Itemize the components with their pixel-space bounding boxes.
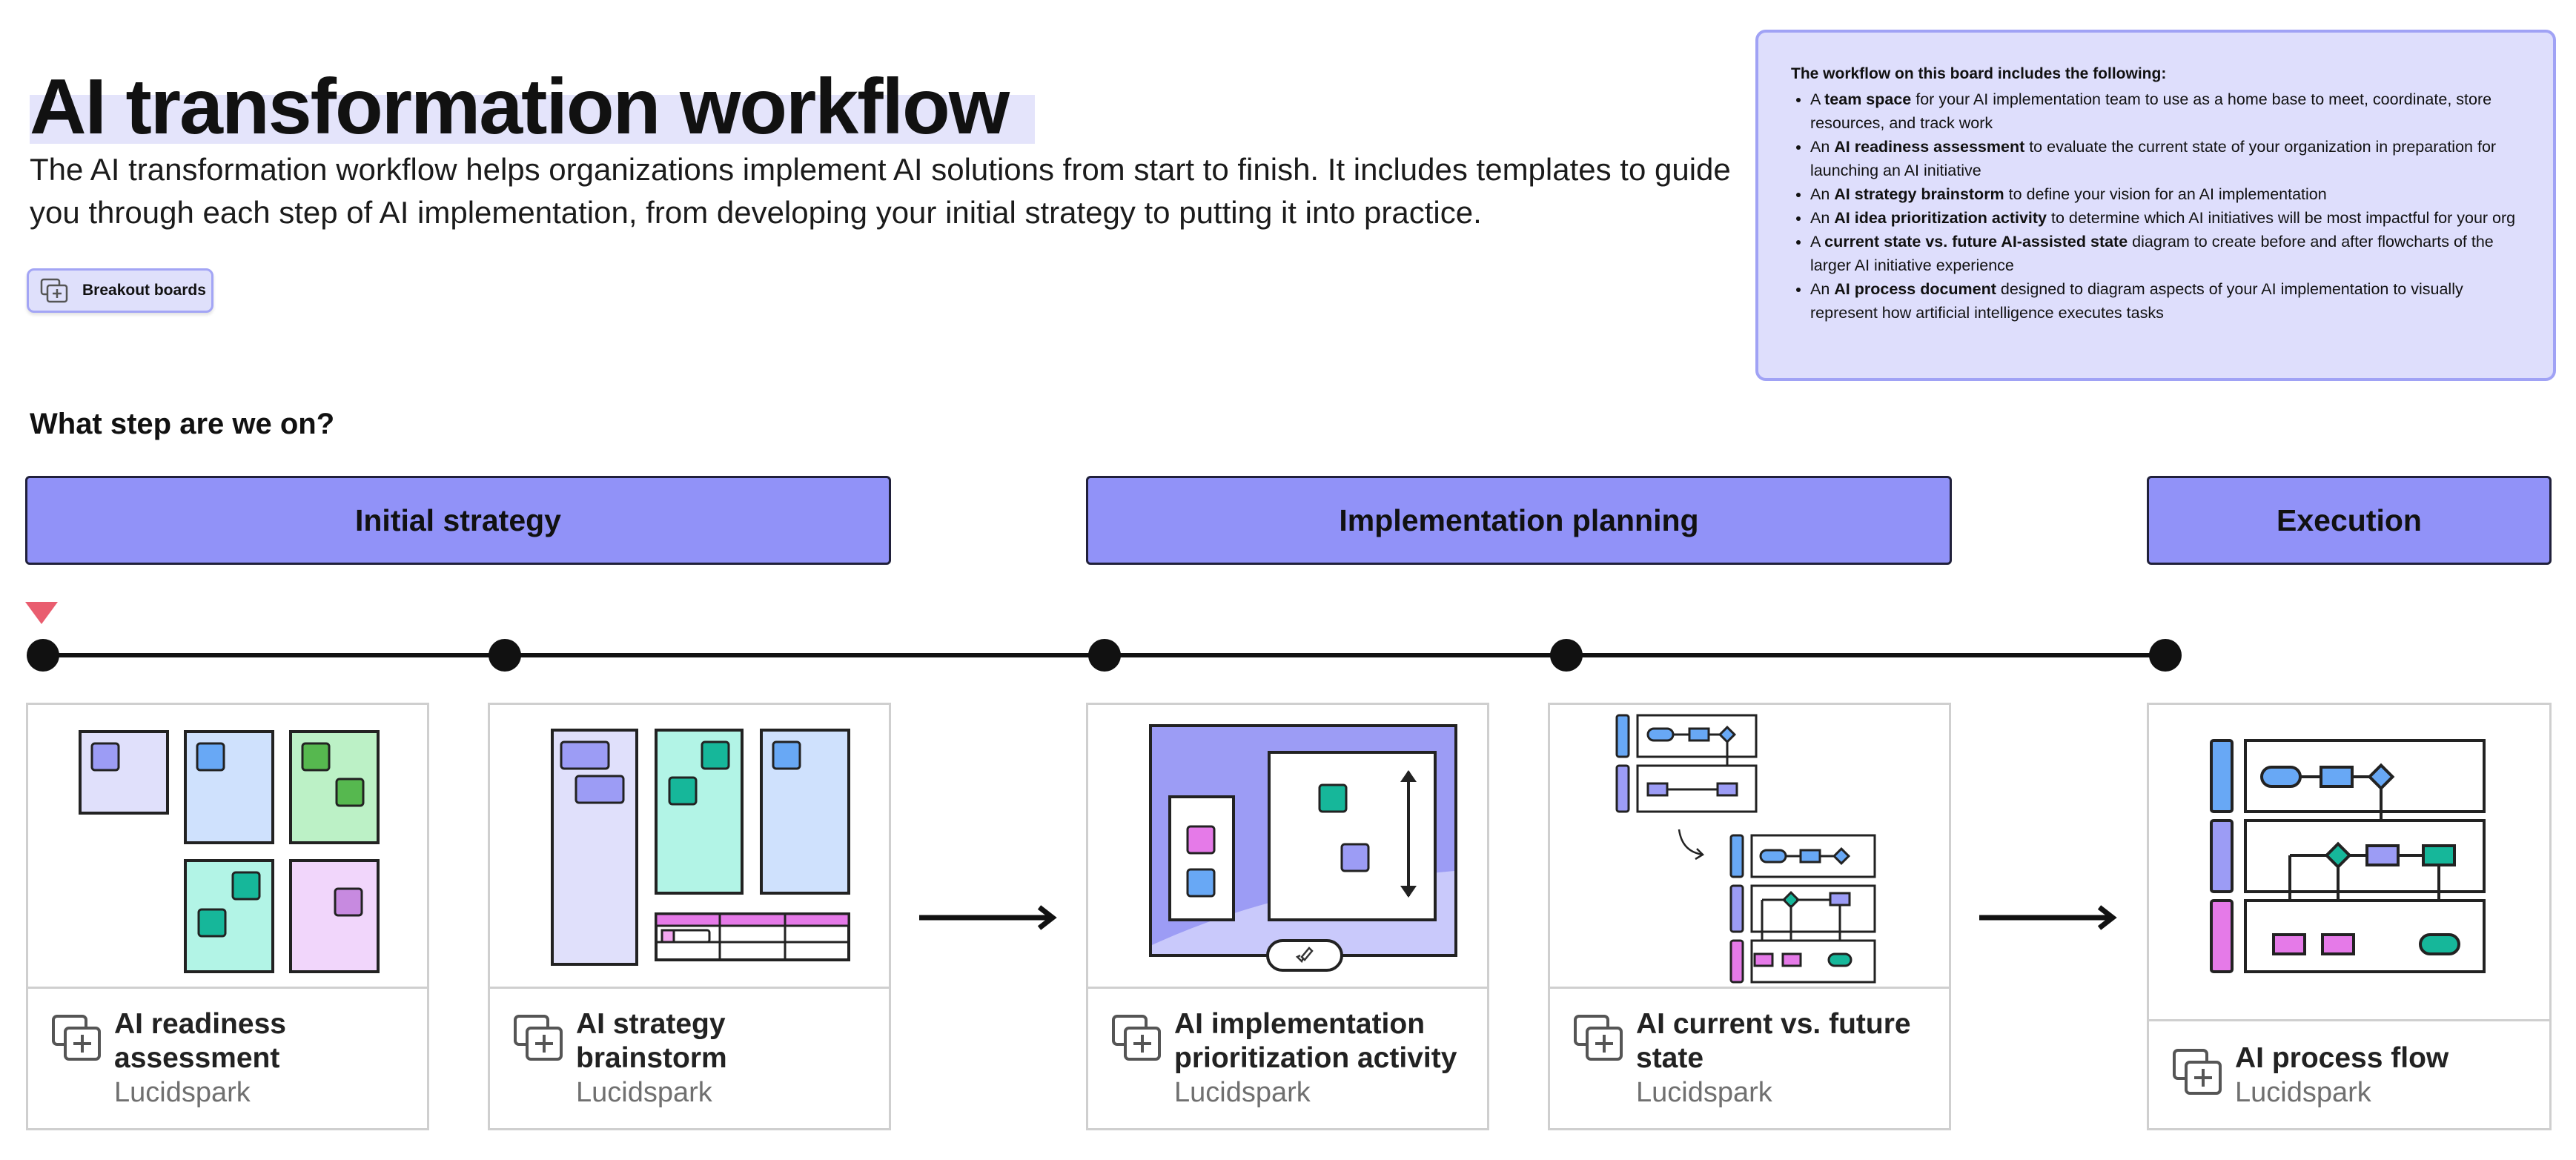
info-item: An AI idea prioritization activity to de… — [1810, 206, 2523, 230]
breakout-board-icon — [52, 1015, 101, 1061]
info-item: An AI strategy brainstorm to define your… — [1810, 182, 2523, 206]
step-question: What step are we on? — [30, 408, 335, 440]
info-item: A current state vs. future AI-assisted s… — [1810, 230, 2523, 277]
card-ai-process-flow[interactable]: AI process flow Lucidspark — [2147, 703, 2552, 1130]
breakout-board-icon — [2173, 1049, 2222, 1095]
current-future-thumbnail — [1615, 714, 1876, 984]
timeline-dot[interactable] — [1550, 639, 1583, 672]
page-description: The AI transformation workflow helps org… — [30, 152, 1731, 230]
prioritization-thumbnail — [1149, 724, 1457, 972]
info-item: An AI process document designed to diagr… — [1810, 277, 2523, 325]
card-subtitle: Lucidspark — [1636, 1077, 1772, 1108]
timeline-dot[interactable] — [1088, 639, 1121, 672]
info-item: A team space for your AI implementation … — [1810, 87, 2523, 135]
title-highlight — [30, 95, 1035, 144]
arrow-right-icon — [1979, 905, 2117, 930]
info-heading: The workflow on this board includes the … — [1791, 65, 2167, 82]
readiness-thumbnail — [79, 730, 380, 973]
process-flow-thumbnail — [2210, 739, 2486, 973]
breakout-boards-button[interactable]: Breakout boards — [27, 268, 213, 313]
breakout-board-icon — [40, 278, 68, 303]
page-title: AI transformation workflow — [30, 63, 1010, 150]
info-list: A team space for your AI implementation … — [1791, 87, 2523, 325]
phase-initial-strategy: Initial strategy — [25, 476, 891, 565]
card-subtitle: Lucidspark — [1174, 1077, 1311, 1108]
current-step-marker-icon — [25, 602, 58, 624]
info-item: An AI readiness assessment to evaluate t… — [1810, 135, 2523, 182]
timeline-dot[interactable] — [489, 639, 521, 672]
breakout-boards-label: Breakout boards — [82, 282, 206, 299]
timeline-dot[interactable] — [2149, 639, 2182, 672]
breakout-board-icon — [1112, 1015, 1161, 1061]
breakout-board-icon — [514, 1015, 563, 1061]
card-subtitle: Lucidspark — [114, 1077, 251, 1108]
brainstorm-thumbnail — [551, 729, 850, 966]
phase-implementation-planning: Implementation planning — [1086, 476, 1952, 565]
timeline-dot[interactable] — [27, 639, 59, 672]
card-subtitle: Lucidspark — [2235, 1077, 2371, 1108]
rocket-icon — [1295, 947, 1314, 964]
card-title: AI process flow — [2235, 1042, 2449, 1074]
workflow-info-box: The workflow on this board includes the … — [1755, 30, 2556, 381]
arrow-right-icon — [919, 905, 1057, 930]
phase-execution: Execution — [2147, 476, 2552, 565]
breakout-board-icon — [1574, 1015, 1623, 1061]
card-subtitle: Lucidspark — [576, 1077, 712, 1108]
